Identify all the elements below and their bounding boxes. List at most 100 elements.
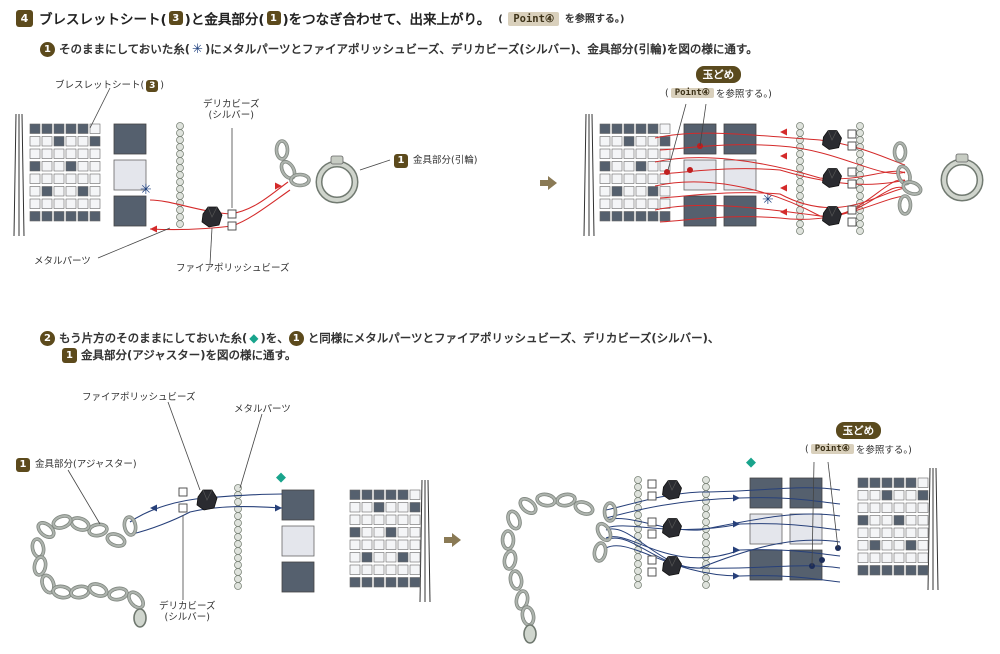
sheet-bead: [53, 211, 65, 222]
substep-2-text-mid: )を、: [260, 331, 289, 345]
sheet-edge-line: [591, 113, 595, 237]
leader-knot-2: [827, 461, 839, 549]
metal-part-bead: [634, 560, 642, 568]
knot-ref-2-close: を参照する。): [855, 445, 912, 456]
sheet-bead: [385, 527, 397, 538]
sheet-bead: [623, 136, 635, 147]
leader-knot-2b: [811, 461, 815, 567]
sheet-bead: [917, 490, 929, 501]
label-delica-2-line1: デリカビーズ: [159, 601, 216, 612]
step-title-pre: ブレスレットシート(: [39, 12, 167, 28]
sheet-bead: [599, 211, 611, 222]
metal-part-bead: [856, 129, 864, 137]
sheet-bead: [623, 148, 635, 159]
sheet-bead: [29, 161, 41, 172]
spring-ring-highlight: [942, 160, 982, 200]
metal-part-bead: [796, 227, 804, 235]
sheet-bead: [905, 515, 917, 526]
sheet-bead: [659, 173, 671, 184]
substep-2-line2-text: 金具部分(アジャスター)を図の様に通す。: [81, 348, 297, 362]
sheet-bead: [905, 477, 917, 488]
thread-arrow-icon: [733, 572, 740, 580]
knot-dot-icon: [664, 169, 670, 175]
delica-bead: [647, 567, 657, 577]
clasps: [30, 139, 984, 644]
label-delica-1: デリカビーズ (シルバー): [203, 99, 260, 122]
metal-tile: [723, 123, 757, 155]
chain-link-highlight: [593, 542, 607, 562]
thread-arrow-icon: [780, 128, 787, 136]
chain-link-highlight: [88, 523, 108, 537]
sheet-bead: [397, 552, 409, 563]
thread-arrow-icon: [275, 504, 282, 512]
metal-part-bead: [234, 582, 242, 590]
label-clasp-adjuster: 1 金具部分(アジャスター): [16, 458, 137, 472]
sheet-bead: [623, 173, 635, 184]
metal-part-bead: [796, 129, 804, 137]
sheet-bead: [41, 173, 53, 184]
sheet-bead: [917, 527, 929, 538]
sheet-bead: [385, 489, 397, 500]
metal-part-bead: [234, 498, 242, 506]
thread: [605, 537, 841, 569]
sheet-bead: [53, 198, 65, 209]
sheet-bead: [635, 186, 647, 197]
metal-tile: [683, 195, 717, 227]
sheet-bead: [599, 173, 611, 184]
delica-bead: [847, 167, 857, 177]
metal-tile: [281, 489, 315, 521]
sheet-bead: [29, 136, 41, 147]
sheet-bead: [89, 161, 101, 172]
sheet-bead: [77, 148, 89, 159]
metal-part-bead: [634, 490, 642, 498]
metal-part-bead: [796, 185, 804, 193]
sheet-bead: [397, 489, 409, 500]
sheet-bead: [881, 515, 893, 526]
spring-ring-highlight: [317, 162, 357, 202]
sheet-bead: [611, 173, 623, 184]
metal-part-bead: [634, 574, 642, 582]
metal-part-bead: [234, 575, 242, 583]
sheet-bead: [65, 211, 77, 222]
sheet-bead: [659, 186, 671, 197]
metal-part-bead: [176, 206, 184, 214]
sheet-bead: [41, 136, 53, 147]
sheet-bead: [349, 539, 361, 550]
sheet-bead: [869, 565, 881, 576]
sheet-bead: [635, 211, 647, 222]
sheet-bead: [41, 186, 53, 197]
thread: [605, 513, 841, 531]
sheet-bead: [409, 552, 421, 563]
sheet-bead: [917, 540, 929, 551]
metal-part-bead: [702, 504, 710, 512]
label-clasp-ring-text: 金具部分(引輪): [413, 155, 478, 167]
star-mark-2: ✳: [762, 192, 774, 208]
metal-tile: [789, 477, 823, 509]
sheet-bead: [893, 565, 905, 576]
sheet-bead: [881, 477, 893, 488]
metal-tile: [789, 549, 823, 581]
knot-label-2: 玉どめ: [835, 422, 882, 439]
step-ref-close: を参照する。): [564, 14, 625, 25]
metal-part-bead: [234, 554, 242, 562]
metal-tile: [281, 561, 315, 593]
substep-2-line2: 1 金具部分(アジャスター)を図の様に通す。: [62, 347, 296, 363]
sheet-bead: [373, 489, 385, 500]
sheet-edge-line: [583, 113, 587, 237]
metal-part-bead: [796, 143, 804, 151]
sheet-bead: [599, 161, 611, 172]
sheet-bead: [647, 186, 659, 197]
sheet-edge-line: [935, 467, 939, 591]
sheet-bead: [623, 161, 635, 172]
diamond-mark-2: ◆: [746, 455, 756, 470]
chain-link-highlight: [70, 516, 90, 532]
substep-1-text-pre: そのままにしておいた糸(: [59, 42, 191, 56]
label-delica-1-line2: (シルバー): [208, 110, 254, 122]
leader-fire-polish-1: [209, 227, 213, 265]
fire-polish-facet: [827, 168, 838, 179]
thread-arrow-icon: [780, 152, 787, 160]
metal-tile: [281, 525, 315, 557]
sheet-bead: [361, 564, 373, 575]
metal-part-bead: [796, 192, 804, 200]
metal-part-bead: [702, 574, 710, 582]
